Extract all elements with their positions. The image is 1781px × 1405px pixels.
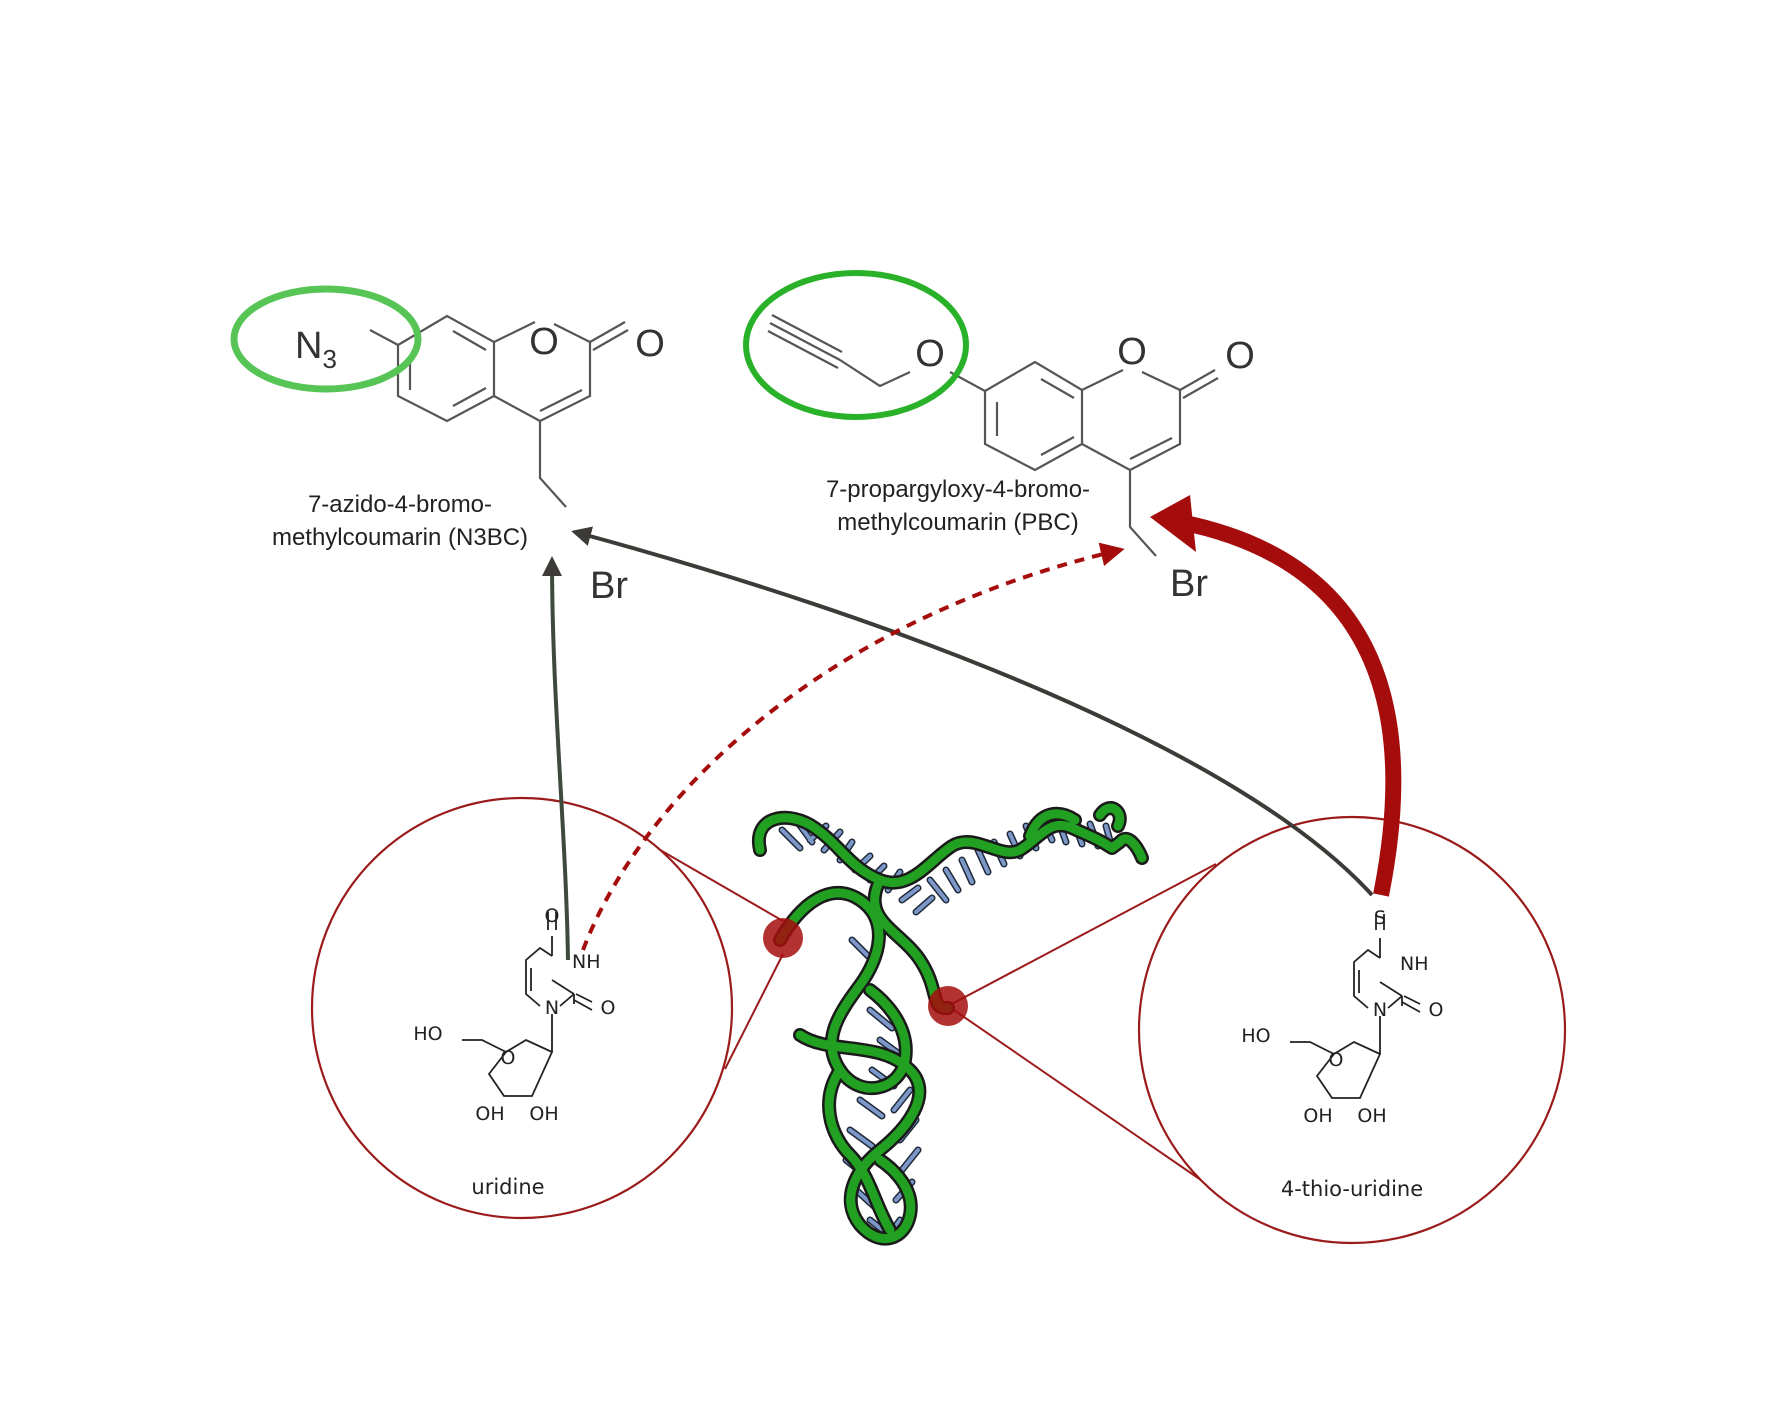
uridine-to-n3bc-arrow: [542, 556, 570, 961]
n3bc-name-line2: methylcoumarin (N3BC): [272, 524, 528, 551]
pbc-ring-oxygen: O: [1117, 331, 1147, 373]
pbc-name-line1: 7-propargyloxy-4-bromo-: [826, 476, 1090, 503]
thiouridine-o2: O: [1429, 999, 1444, 1021]
n3bc-name-line1: 7-azido-4-bromo-: [308, 491, 492, 518]
thiouridine-label: 4-thio-uridine: [1281, 1177, 1423, 1201]
thiouridine-s: S: [1374, 907, 1386, 929]
thiouridine-oh-3: OH: [1357, 1105, 1386, 1127]
thiouridine-oh-2: OH: [1303, 1105, 1332, 1127]
thiouridine-ho: HO: [1241, 1025, 1270, 1047]
pbc-structure: [767, 314, 1219, 557]
thiouridine-to-pbc-arrowhead: [1150, 495, 1196, 552]
uridine-nh: NH: [572, 951, 601, 973]
uridine-to-pbc-dashed-arrow: [581, 542, 1125, 951]
uridine-n1: N: [545, 997, 559, 1019]
pbc-name-line2: methylcoumarin (PBC): [837, 509, 1078, 536]
thiouridine-n1: N: [1373, 999, 1387, 1021]
uridine-ho: HO: [413, 1023, 442, 1045]
n3bc-azide-group: N3: [295, 325, 337, 374]
thiouridine-zoom-circle: [1137, 815, 1567, 1245]
trna-structure-image: [751, 801, 1149, 1246]
uridine-label: uridine: [471, 1175, 544, 1199]
pbc-carbonyl-oxygen: O: [1225, 335, 1255, 377]
pbc-bromine: Br: [1170, 563, 1208, 605]
pbc-ether-oxygen: O: [915, 333, 945, 375]
uridine-oh-2: OH: [475, 1103, 504, 1125]
thiouridine-to-n3bc-arrow: [571, 526, 1374, 897]
n3bc-carbonyl-oxygen: O: [635, 323, 665, 365]
thiouridine-site-marker: [928, 986, 968, 1026]
thiouridine-ring-o: O: [1329, 1049, 1344, 1071]
uridine-structure: [462, 912, 593, 1097]
uridine-o4: O: [545, 905, 560, 927]
n3bc-bromine: Br: [590, 565, 628, 607]
thiouridine-to-pbc-arrow: [1178, 514, 1402, 897]
uridine-ring-o: O: [501, 1047, 516, 1069]
n3bc-structure: [369, 314, 629, 508]
uridine-oh-3: OH: [529, 1103, 558, 1125]
uridine-zoom-circle: [310, 796, 734, 1220]
thiouridine-nh: NH: [1400, 953, 1429, 975]
azide-highlight-circle: [230, 285, 422, 393]
uridine-site-marker: [763, 918, 803, 958]
n3bc-ring-oxygen: O: [529, 321, 559, 363]
propargyl-highlight-circle: [743, 270, 969, 420]
uridine-o2: O: [601, 997, 616, 1019]
zoom-lines: [635, 835, 1217, 1190]
thiouridine-structure: [1290, 914, 1421, 1099]
